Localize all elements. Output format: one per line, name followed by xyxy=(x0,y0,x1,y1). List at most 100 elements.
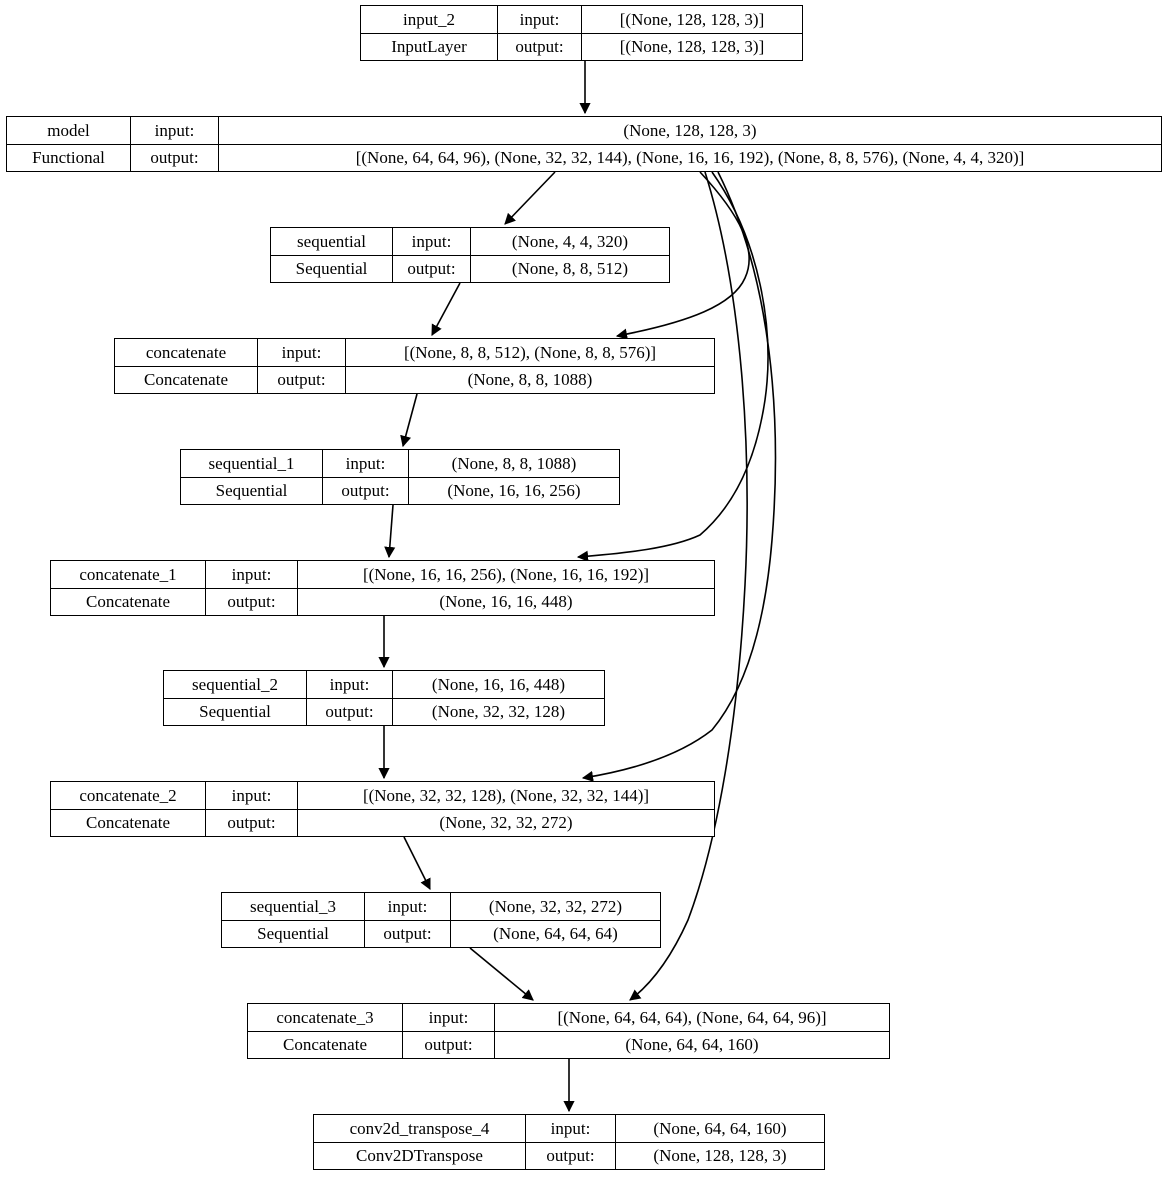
node-input-label: input: xyxy=(498,6,582,33)
node-input_2[interactable]: input_2 input: [(None, 128, 128, 3)] Inp… xyxy=(360,5,803,61)
node-output-label: output: xyxy=(403,1031,495,1058)
node-output-label: output: xyxy=(365,920,451,947)
node-layer-class: Concatenate xyxy=(51,588,206,615)
node-row-input: conv2d_transpose_4 input: (None, 64, 64,… xyxy=(314,1115,824,1143)
node-layer-name: model xyxy=(7,117,131,144)
node-input-shape: [(None, 128, 128, 3)] xyxy=(619,9,765,29)
node-row-output: Concatenate output: (None, 32, 32, 272) xyxy=(51,809,714,836)
node-row-output: InputLayer output: [(None, 128, 128, 3)] xyxy=(361,33,802,60)
node-layer-class: Concatenate xyxy=(248,1031,403,1058)
node-row-input: sequential_3 input: (None, 32, 32, 272) xyxy=(222,893,660,921)
node-input-shape: [(None, 16, 16, 256), (None, 16, 16, 192… xyxy=(362,564,650,584)
node-row-output: Concatenate output: (None, 8, 8, 1088) xyxy=(115,366,714,393)
node-row-output: Functional output: [(None, 64, 64, 96), … xyxy=(7,144,1161,171)
node-conv2d_transpose_4[interactable]: conv2d_transpose_4 input: (None, 64, 64,… xyxy=(313,1114,825,1170)
edge-concatenate2-to-sequential3 xyxy=(403,836,431,891)
node-sequential_3[interactable]: sequential_3 input: (None, 32, 32, 272) … xyxy=(221,892,661,948)
node-layer-name: conv2d_transpose_4 xyxy=(314,1115,526,1142)
node-input-label: input: xyxy=(206,561,298,588)
node-layer-name: concatenate xyxy=(115,339,258,366)
node-output-label: output: xyxy=(258,366,346,393)
node-row-input: concatenate_2 input: [(None, 32, 32, 128… xyxy=(51,782,714,810)
node-output-label: output: xyxy=(498,33,582,60)
node-output-shape: [(None, 64, 64, 96), (None, 32, 32, 144)… xyxy=(355,148,1025,168)
node-row-input: concatenate input: [(None, 8, 8, 512), (… xyxy=(115,339,714,367)
node-input-shape: (None, 4, 4, 320) xyxy=(511,231,629,251)
node-output-shape: (None, 16, 16, 448) xyxy=(439,592,573,612)
node-input-label: input: xyxy=(323,450,409,477)
node-layer-name: concatenate_1 xyxy=(51,561,206,588)
node-row-input: sequential input: (None, 4, 4, 320) xyxy=(271,228,669,256)
node-output-shape: (None, 16, 16, 256) xyxy=(447,481,581,501)
node-output-shape: (None, 32, 32, 272) xyxy=(439,813,573,833)
node-input-shape: (None, 32, 32, 272) xyxy=(488,896,623,916)
node-row-output: Conv2DTranspose output: (None, 128, 128,… xyxy=(314,1142,824,1169)
node-model[interactable]: model input: (None, 128, 128, 3) Functio… xyxy=(6,116,1162,172)
node-input-label: input: xyxy=(206,782,298,809)
node-row-output: Concatenate output: (None, 64, 64, 160) xyxy=(248,1031,889,1058)
node-concatenate_3[interactable]: concatenate_3 input: [(None, 64, 64, 64)… xyxy=(247,1003,890,1059)
node-row-input: input_2 input: [(None, 128, 128, 3)] xyxy=(361,6,802,34)
node-layer-class: InputLayer xyxy=(361,33,498,60)
node-output-shape: [(None, 128, 128, 3)] xyxy=(619,37,765,57)
node-sequential_2[interactable]: sequential_2 input: (None, 16, 16, 448) … xyxy=(163,670,605,726)
node-input-label: input: xyxy=(307,671,393,698)
node-input-shape: (None, 8, 8, 1088) xyxy=(451,453,577,473)
node-output-shape: (None, 128, 128, 3) xyxy=(653,1146,787,1166)
node-concatenate_1[interactable]: concatenate_1 input: [(None, 16, 16, 256… xyxy=(50,560,715,616)
node-output-shape: (None, 64, 64, 160) xyxy=(625,1035,759,1055)
node-output-label: output: xyxy=(526,1142,616,1169)
node-row-input: model input: (None, 128, 128, 3) xyxy=(7,117,1161,145)
edge-sequential-to-concatenate xyxy=(431,282,461,336)
node-input-label: input: xyxy=(526,1115,616,1142)
edge-model-to-sequential xyxy=(504,171,556,225)
node-layer-class: Sequential xyxy=(222,920,365,947)
node-concatenate_2[interactable]: concatenate_2 input: [(None, 32, 32, 128… xyxy=(50,781,715,837)
node-layer-class: Sequential xyxy=(271,255,393,282)
edge-concatenate-to-sequential1 xyxy=(400,393,418,448)
node-row-output: Concatenate output: (None, 16, 16, 448) xyxy=(51,588,714,615)
node-output-label: output: xyxy=(206,809,298,836)
node-layer-name: sequential_3 xyxy=(222,893,365,920)
node-input-label: input: xyxy=(403,1004,495,1031)
node-output-shape: (None, 32, 32, 128) xyxy=(431,702,566,722)
node-layer-class: Conv2DTranspose xyxy=(314,1142,526,1169)
node-row-output: Sequential output: (None, 32, 32, 128) xyxy=(164,698,604,725)
node-input-label: input: xyxy=(365,893,451,920)
node-output-shape: (None, 8, 8, 512) xyxy=(511,259,629,279)
node-layer-class: Concatenate xyxy=(51,809,206,836)
node-layer-name: concatenate_3 xyxy=(248,1004,403,1031)
node-concatenate[interactable]: concatenate input: [(None, 8, 8, 512), (… xyxy=(114,338,715,394)
node-row-output: Sequential output: (None, 16, 16, 256) xyxy=(181,477,619,504)
node-input-label: input: xyxy=(393,228,471,255)
edge-sequential1-to-concatenate1 xyxy=(384,504,396,559)
node-layer-class: Sequential xyxy=(164,698,307,725)
node-row-output: Sequential output: (None, 8, 8, 512) xyxy=(271,255,669,282)
node-row-input: concatenate_3 input: [(None, 64, 64, 64)… xyxy=(248,1004,889,1032)
node-output-label: output: xyxy=(323,477,409,504)
node-output-label: output: xyxy=(131,144,219,171)
node-sequential_1[interactable]: sequential_1 input: (None, 8, 8, 1088) S… xyxy=(180,449,620,505)
node-input-shape: (None, 64, 64, 160) xyxy=(653,1118,787,1138)
node-input-shape: [(None, 8, 8, 512), (None, 8, 8, 576)] xyxy=(403,342,657,362)
node-output-label: output: xyxy=(307,698,393,725)
node-layer-name: sequential_1 xyxy=(181,450,323,477)
node-input-shape: (None, 16, 16, 448) xyxy=(431,674,566,694)
node-row-output: Sequential output: (None, 64, 64, 64) xyxy=(222,920,660,947)
node-row-input: sequential_1 input: (None, 8, 8, 1088) xyxy=(181,450,619,478)
edge-sequential3-to-concatenate3 xyxy=(469,947,534,1001)
node-layer-class: Sequential xyxy=(181,477,323,504)
node-input-shape: (None, 128, 128, 3) xyxy=(623,120,757,140)
node-layer-name: input_2 xyxy=(361,6,498,33)
node-output-label: output: xyxy=(393,255,471,282)
node-output-shape: (None, 8, 8, 1088) xyxy=(467,370,593,390)
node-row-input: sequential_2 input: (None, 16, 16, 448) xyxy=(164,671,604,699)
node-input-label: input: xyxy=(258,339,346,366)
node-output-shape: (None, 64, 64, 64) xyxy=(493,924,618,944)
node-layer-class: Concatenate xyxy=(115,366,258,393)
node-layer-name: concatenate_2 xyxy=(51,782,206,809)
node-input-shape: [(None, 32, 32, 128), (None, 32, 32, 144… xyxy=(362,785,650,805)
node-layer-class: Functional xyxy=(7,144,131,171)
node-sequential[interactable]: sequential input: (None, 4, 4, 320) Sequ… xyxy=(270,227,670,283)
